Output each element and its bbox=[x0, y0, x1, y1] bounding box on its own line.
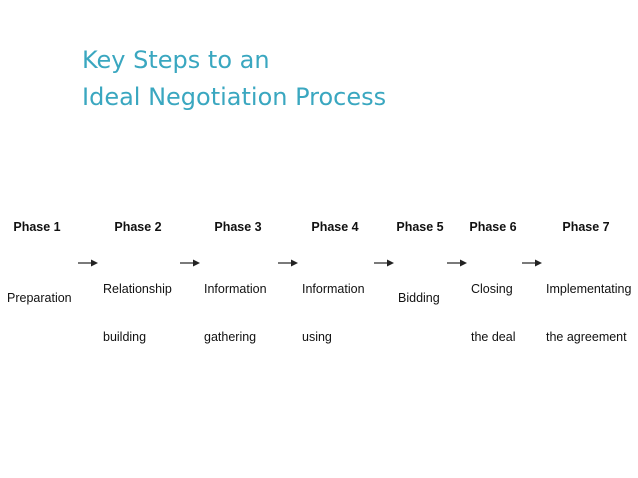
step-line: using bbox=[302, 330, 332, 344]
slide-title-line-2: Ideal Negotiation Process bbox=[82, 83, 387, 111]
step-line: the agreement bbox=[546, 330, 627, 344]
step-line: Preparation bbox=[7, 291, 72, 305]
step-information-using: Information using bbox=[302, 249, 365, 377]
phase-4-label: Phase 4 bbox=[311, 220, 359, 234]
step-line: Implementating bbox=[546, 282, 632, 296]
step-line: Relationship bbox=[103, 282, 172, 296]
step-line: Information bbox=[204, 282, 267, 296]
arrow-right-icon bbox=[180, 258, 200, 268]
step-bidding: Bidding bbox=[398, 258, 440, 338]
step-line: Closing bbox=[471, 282, 513, 296]
arrow-right-icon bbox=[447, 258, 467, 268]
slide-title-line-1: Key Steps to an bbox=[82, 46, 270, 74]
phase-7-label: Phase 7 bbox=[562, 220, 610, 234]
step-line: the deal bbox=[471, 330, 516, 344]
arrow-right-icon bbox=[522, 258, 542, 268]
step-information-gathering: Information gathering bbox=[204, 249, 267, 377]
arrow-right-icon bbox=[278, 258, 298, 268]
phase-2-label: Phase 2 bbox=[114, 220, 162, 234]
step-relationship-building: Relationship building bbox=[103, 249, 172, 377]
arrow-right-icon bbox=[374, 258, 394, 268]
step-line: Information bbox=[302, 282, 365, 296]
phase-1-label: Phase 1 bbox=[13, 220, 61, 234]
step-line: gathering bbox=[204, 330, 257, 344]
phase-5-label: Phase 5 bbox=[396, 220, 444, 234]
step-implementing-the-agreement: Implementating the agreement bbox=[546, 249, 631, 377]
step-line: Bidding bbox=[398, 291, 440, 305]
arrow-right-icon bbox=[78, 258, 98, 268]
slide-title: Key Steps to an Ideal Negotiation Proces… bbox=[82, 42, 386, 116]
step-closing-the-deal: Closing the deal bbox=[471, 249, 515, 377]
step-preparation: Preparation bbox=[7, 258, 72, 338]
phase-3-label: Phase 3 bbox=[214, 220, 262, 234]
step-line: building bbox=[103, 330, 147, 344]
phase-6-label: Phase 6 bbox=[469, 220, 517, 234]
